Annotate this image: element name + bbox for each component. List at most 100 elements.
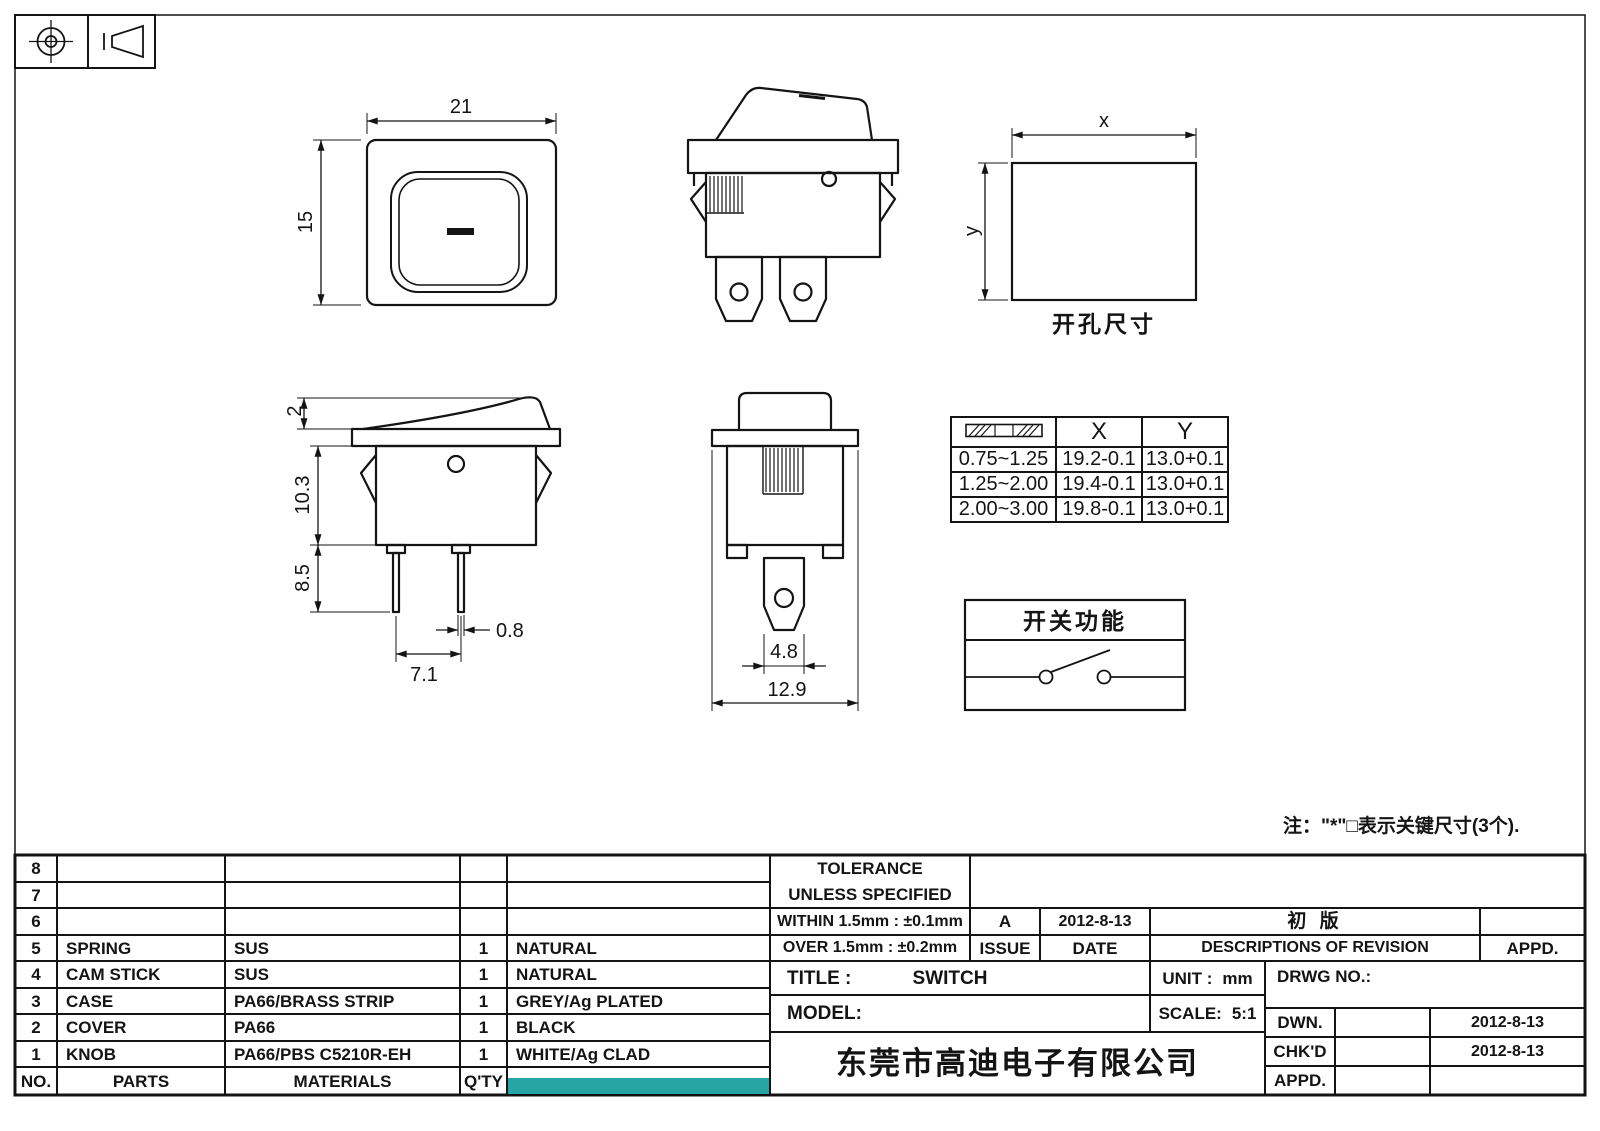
scale-value: 5:1 [1231,1004,1257,1023]
parts-remark: GREY/Ag PLATED [516,991,664,1011]
parts-material: SUS [234,938,269,958]
dim-body-width: 12.9 [768,679,807,701]
parts-remark: WHITE/Ag CLAD [516,1044,651,1064]
parts-qty: 1 [478,938,489,958]
parts-material [225,855,460,882]
pin-left [391,551,401,614]
spring-hatch [709,176,743,212]
pin-right [456,551,466,614]
parts-qty: 1 [478,965,489,984]
tolerance-within: WITHIN 1.5mm : ±0.1mm [777,912,963,930]
company-name: 东莞市高迪电子有限公司 [836,1046,1199,1081]
end-view-dims: 4.8 12.9 [711,450,859,711]
col-header-y: Y [1141,416,1229,448]
terminal-hole [773,587,795,609]
snap-clip-left [689,181,707,223]
datum-target-icon [29,20,73,63]
terminal-left [714,255,764,323]
title-value: SWITCH [912,967,988,989]
parts-no: 8 [31,859,41,878]
dwn-label: DWN. [1277,1013,1323,1032]
xy-cell-y: 13.0+0.1 [1141,471,1229,498]
parts-no: 3 [31,991,41,1011]
parts-name: COVER [66,1018,127,1037]
scale-cell: SCALE: 5:1 [1150,995,1265,1032]
parts-no: 7 [31,885,41,905]
chkd-label: CHK'D [1273,1042,1327,1061]
dim-pin-width: 0.8 [496,620,524,642]
xy-cell-thickness: 0.75~1.25 [950,446,1057,473]
terminal-right-hole [793,282,813,302]
parts-material [225,908,460,935]
dim-pin-length: 8.5 [292,564,314,592]
flange [686,138,900,175]
pivot-hole [820,170,838,188]
title-label: TITLE : [787,967,852,989]
cutout-x-label: x [1099,110,1109,132]
xy-cell-x: 19.8-0.1 [1055,496,1143,523]
unit-cell: UNIT :mm [1150,961,1265,995]
parts-remark [507,855,770,882]
tolerance-over: OVER 1.5mm : ±0.2mm [782,939,958,956]
model-label: MODEL: [787,1003,862,1024]
parts-qty [460,882,507,908]
body [704,171,882,259]
parts-qty: 1 [478,1018,489,1037]
rocker-opening [390,171,528,293]
xy-cell-x: 19.4-0.1 [1055,471,1143,498]
xy-cell-thickness: 1.25~2.00 [950,471,1057,498]
rocker-mark [447,228,474,235]
xy-row: 1.25~2.00 19.4-0.1 13.0+0.1 [950,471,1229,498]
parts-no: 5 [31,938,41,958]
revision-description: 初 版 [1287,911,1343,932]
unit-label: UNIT : [1162,968,1213,988]
parts-no: 2 [31,1018,41,1037]
cutout-rect [1010,161,1198,302]
parts-name: CASE [66,991,114,1011]
highlight-strip [508,1078,769,1094]
end-view [710,391,860,632]
parts-no: 4 [31,965,41,984]
parts-name [57,855,225,882]
rocker-side-profile [362,396,552,431]
body-end [725,444,845,547]
snap-clip-right [879,181,897,223]
title-block-grid [13,853,1587,1097]
parts-remark: NATURAL [516,965,597,984]
function-box: 开关功能 [963,598,1187,712]
panel-section-hatch-icon [964,423,1043,438]
parts-qty: 1 [478,991,489,1011]
parts-material [225,882,460,908]
parts-header-parts: PARTS [112,1071,170,1091]
issue-value: A [998,912,1012,931]
face-view-dims: 21 15 [295,96,557,306]
dim-rocker-height: 2 [284,405,306,416]
parts-name: CAM STICK [66,965,161,984]
xy-row: 2.00~3.00 19.8-0.1 13.0+0.1 [950,496,1229,523]
parts-name: KNOB [66,1044,117,1064]
rocker-face [398,178,520,286]
appd-column-header: APPD. [1506,938,1559,958]
xy-row: 0.75~1.25 19.2-0.1 13.0+0.1 [950,446,1229,473]
parts-material: PA66 [234,1018,276,1037]
snap-clip-right [535,454,553,504]
flange-end [710,428,860,448]
parts-no: 1 [31,1044,41,1064]
dim-tab-width: 4.8 [770,641,798,663]
parts-remark: BLACK [516,1018,576,1037]
key-dimension-note: 注："*"□表示关键尺寸(3个). [1283,814,1519,837]
parts-material: PA66/BRASS STRIP [234,991,395,1011]
xy-cell-y: 13.0+0.1 [1141,496,1229,523]
terminal-right [778,255,828,323]
parts-remark [507,882,770,908]
rocker-profile [715,86,874,141]
snap-clip-left [359,454,377,504]
dim-body-height: 10.3 [292,476,314,515]
drwg-no-label: DRWG NO.: [1277,966,1372,986]
face-view [365,138,558,307]
scale-label: SCALE: [1158,1004,1222,1023]
dim-pin-pitch: 7.1 [410,664,438,686]
dwn-date: 2012-8-13 [1471,1013,1544,1031]
terminal-center [762,556,806,632]
